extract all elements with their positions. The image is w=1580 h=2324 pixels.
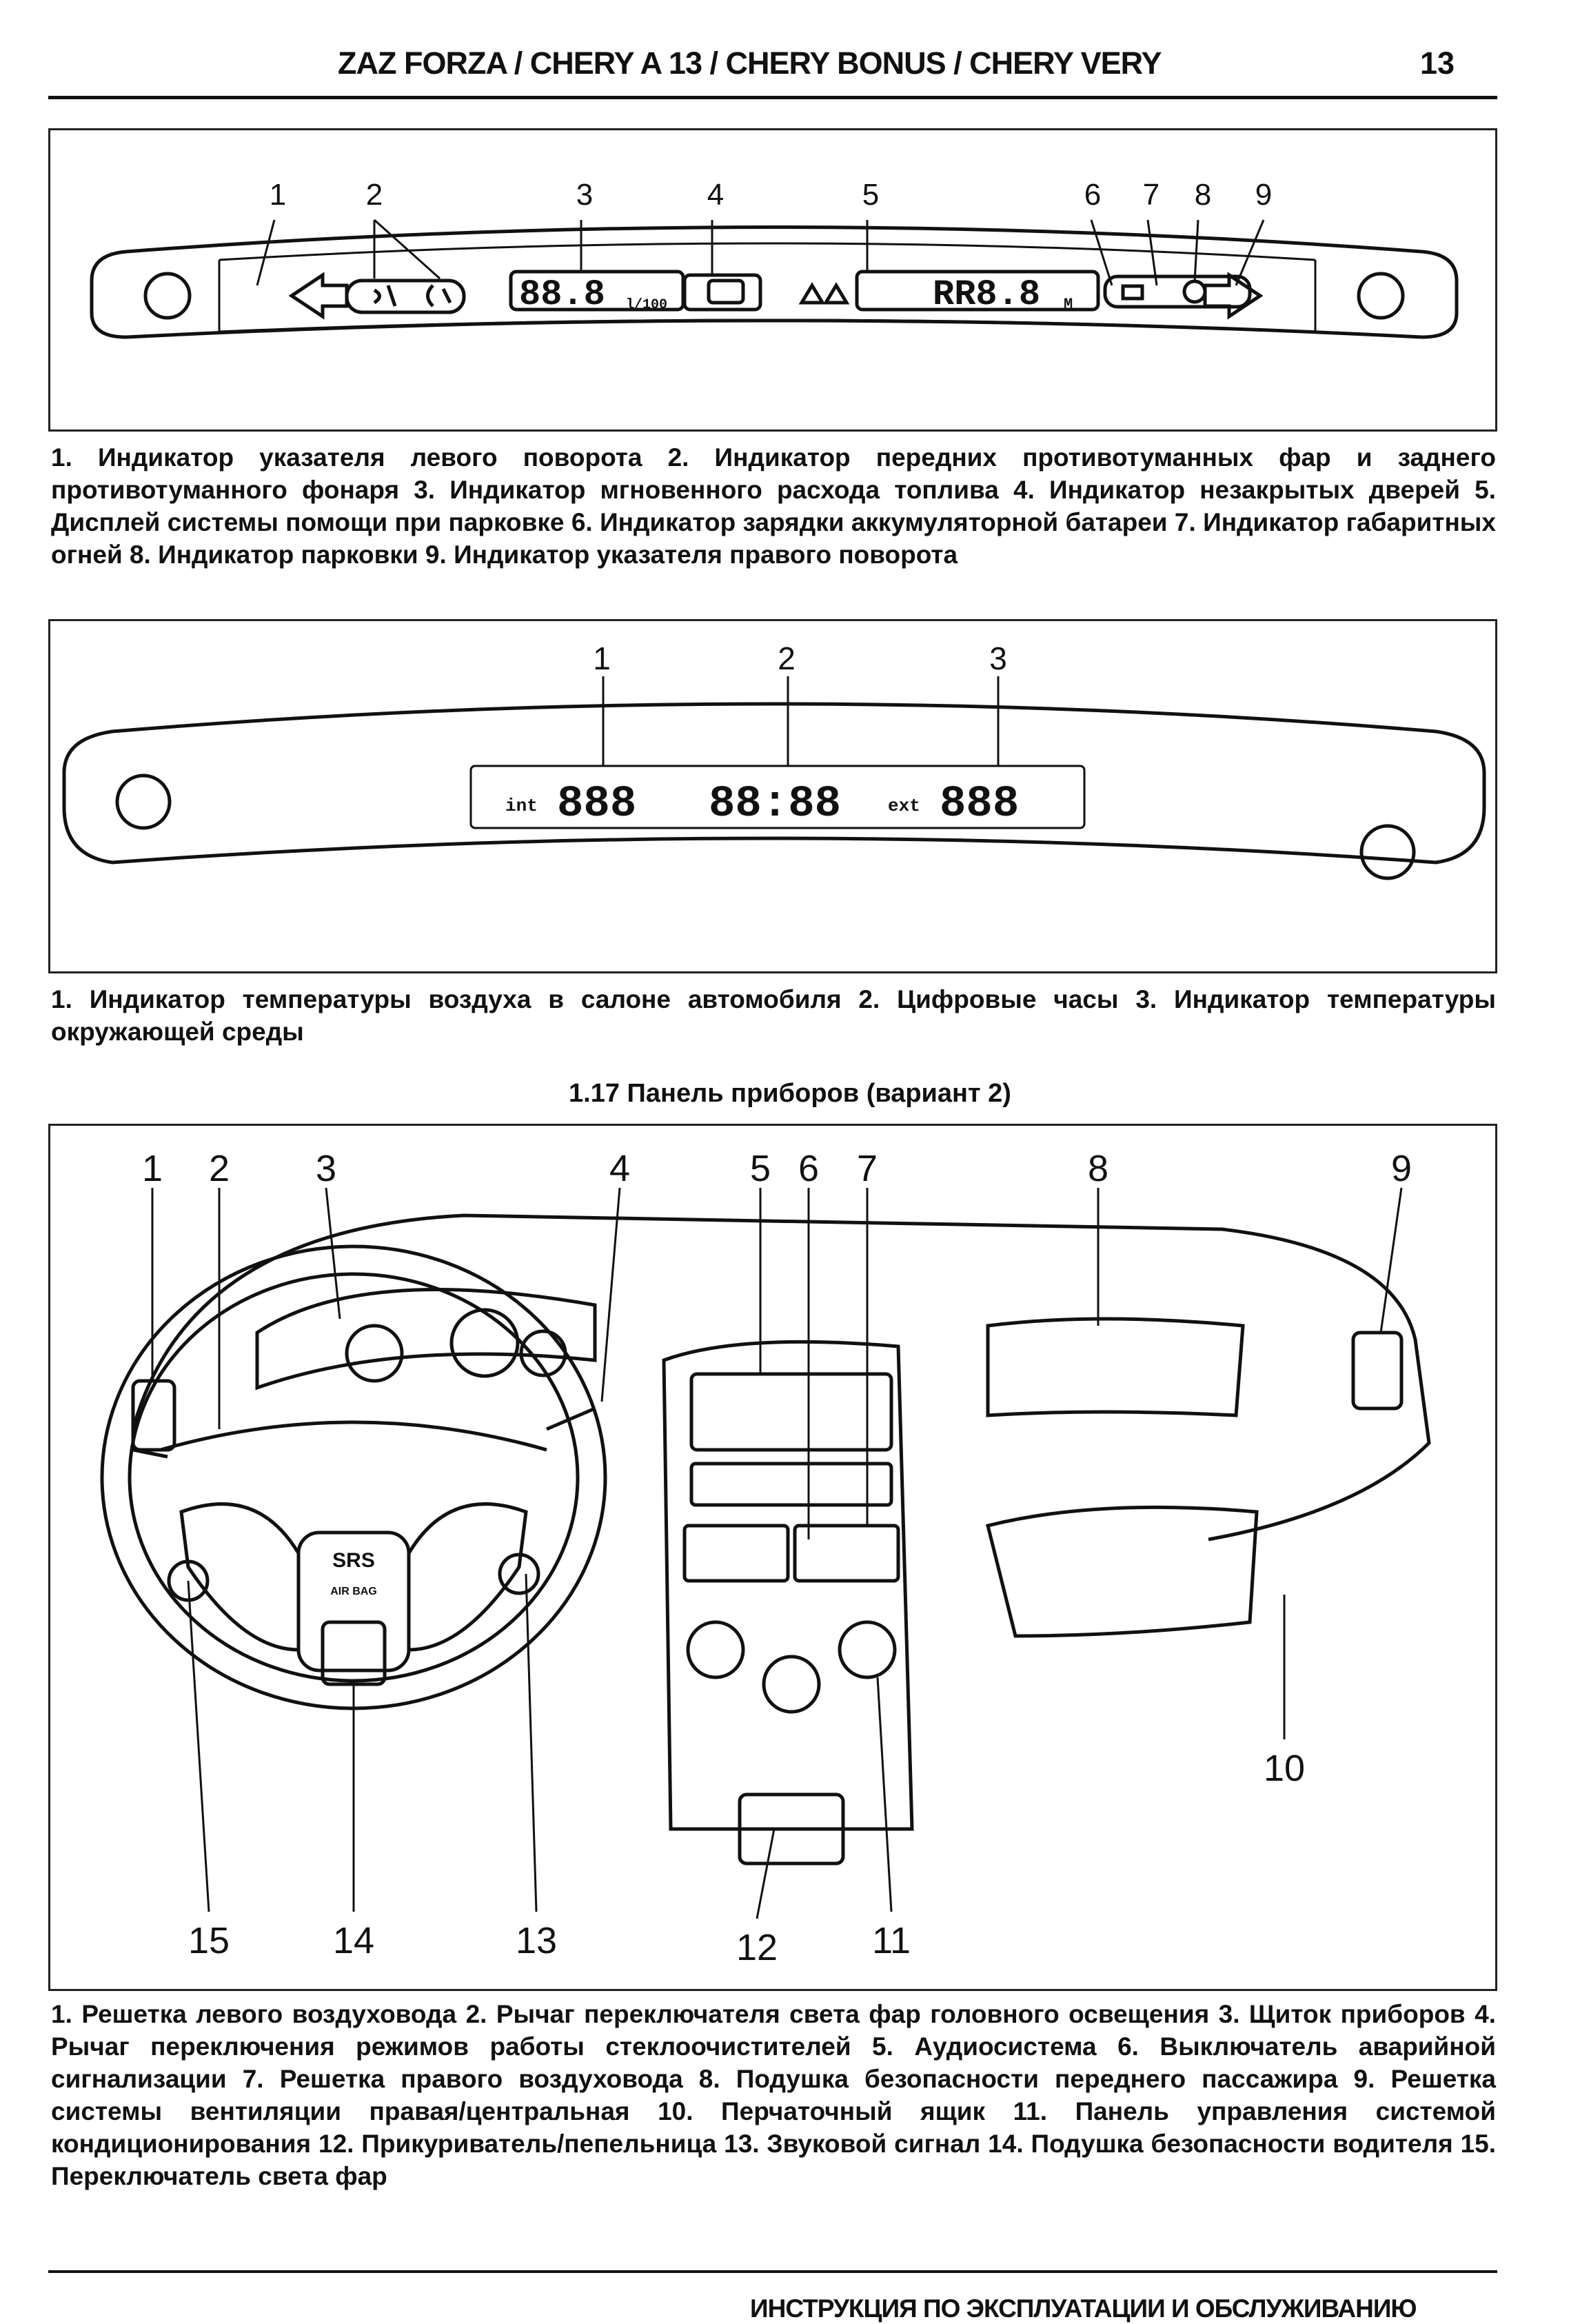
page-number: 13 <box>1420 46 1455 81</box>
left-turn-arrow-icon <box>288 272 349 320</box>
glove-box <box>985 1505 1259 1638</box>
callout-2: 2 <box>209 1148 230 1189</box>
battery-icon <box>1121 284 1144 301</box>
figure-indicator-panel: 1 2 3 4 5 6 7 8 9 88.8 l/100 RR8.8 M <box>48 128 1497 432</box>
callout-7: 7 <box>857 1148 878 1189</box>
callout-4: 4 <box>707 178 724 212</box>
fuel-gauge-icon <box>519 1329 567 1377</box>
clock-display: 88:88 <box>709 780 841 829</box>
callout-5: 5 <box>862 178 879 212</box>
climate-knob-right-icon <box>838 1620 897 1679</box>
indicator-panel-illustration: 1 2 3 4 5 6 7 8 9 88.8 l/100 RR8.8 M <box>90 178 1459 339</box>
right-side-vent <box>1351 1331 1404 1411</box>
figure-3-title: 1.17 Панель приборов (вариант 2) <box>569 1079 1011 1108</box>
callout-3: 3 <box>576 178 593 212</box>
fuel-consumption-display: 88.8 <box>519 274 605 315</box>
fuel-unit-label: l/100 <box>626 297 667 313</box>
callout-7: 7 <box>1143 178 1159 212</box>
right-center-vent <box>793 1524 900 1583</box>
callout-1: 1 <box>270 178 286 212</box>
driver-airbag-cover <box>296 1530 411 1673</box>
parking-unit-label: M <box>1064 296 1073 313</box>
inside-temp-label: int <box>505 796 538 816</box>
callout-6: 6 <box>798 1148 819 1189</box>
ashtray-lighter <box>738 1792 845 1866</box>
parking-distance-display: RR8.8 <box>933 274 1040 315</box>
speedometer-icon <box>345 1324 404 1383</box>
callout-14: 14 <box>333 1920 374 1961</box>
climate-knob-left-icon <box>686 1620 745 1679</box>
tachometer-icon <box>449 1308 520 1378</box>
figure-3-caption: 1. Решетка левого воздуховода 2. Рычаг п… <box>51 2000 1496 2190</box>
footer-rule <box>48 2270 1497 2273</box>
srs-text: SRS <box>332 1549 375 1572</box>
passenger-airbag-panel <box>986 1317 1245 1417</box>
left-side-vent <box>131 1379 176 1452</box>
parking-assist-icon <box>798 282 850 305</box>
header-rule <box>48 96 1497 99</box>
callout-1: 1 <box>593 640 611 676</box>
callout-15: 15 <box>188 1920 230 1961</box>
callout-10: 10 <box>1264 1748 1305 1789</box>
audio-system-unit <box>689 1372 893 1452</box>
door-ajar-car-icon <box>707 279 745 305</box>
airbag-text: AIR BAG <box>330 1586 377 1597</box>
clock-panel-illustration: 1 2 3 int 888 88:88 ext 888 <box>62 640 1486 880</box>
outside-temp-display: 888 <box>940 780 1019 829</box>
climate-knob-center-icon <box>762 1655 821 1714</box>
callout-12: 12 <box>736 1927 778 1968</box>
callout-11: 11 <box>872 1920 911 1961</box>
callout-2: 2 <box>778 640 796 676</box>
dashboard-illustration: 1 2 3 4 5 6 7 8 9 15 14 13 12 11 10 SRS … <box>100 1148 1431 1968</box>
running-footer-title: ИНСТРУКЦИЯ ПО ЭКСПЛУАТАЦИИ И ОБСЛУЖИВАНИ… <box>750 2294 1417 2323</box>
figure-dashboard: 1 2 3 4 5 6 7 8 9 15 14 13 12 11 10 SRS … <box>48 1124 1497 1991</box>
callout-3: 3 <box>989 640 1007 676</box>
callout-9: 9 <box>1255 178 1272 212</box>
callout-9: 9 <box>1391 1148 1412 1189</box>
rear-fog-icon <box>426 284 452 307</box>
callout-3: 3 <box>316 1148 336 1189</box>
right-turn-arrow-icon <box>1203 272 1264 320</box>
callout-6: 6 <box>1084 178 1101 212</box>
callout-13: 13 <box>516 1920 557 1961</box>
figure-1-caption: 1. Индикатор указателя левого поворота 2… <box>51 443 1496 569</box>
callout-1: 1 <box>142 1148 163 1189</box>
callout-8: 8 <box>1195 178 1211 212</box>
figure-clock-panel: 1 2 3 int 888 88:88 ext 888 <box>48 619 1497 973</box>
running-header-title: ZAZ FORZA / CHERY A 13 / CHERY BONUS / C… <box>338 46 1162 81</box>
outside-temp-label: ext <box>888 796 920 816</box>
callout-4: 4 <box>609 1148 630 1189</box>
callout-5: 5 <box>750 1148 771 1189</box>
left-center-vent <box>682 1524 790 1583</box>
callout-8: 8 <box>1088 1148 1108 1189</box>
callout-2: 2 <box>366 178 383 212</box>
front-fog-icon <box>373 285 397 307</box>
figure-2-caption: 1. Индикатор температуры воздуха в салон… <box>51 985 1496 1046</box>
steering-wheel-outline <box>100 1244 607 1710</box>
inside-temp-display: 888 <box>557 780 636 829</box>
parking-p-icon <box>1182 279 1207 304</box>
